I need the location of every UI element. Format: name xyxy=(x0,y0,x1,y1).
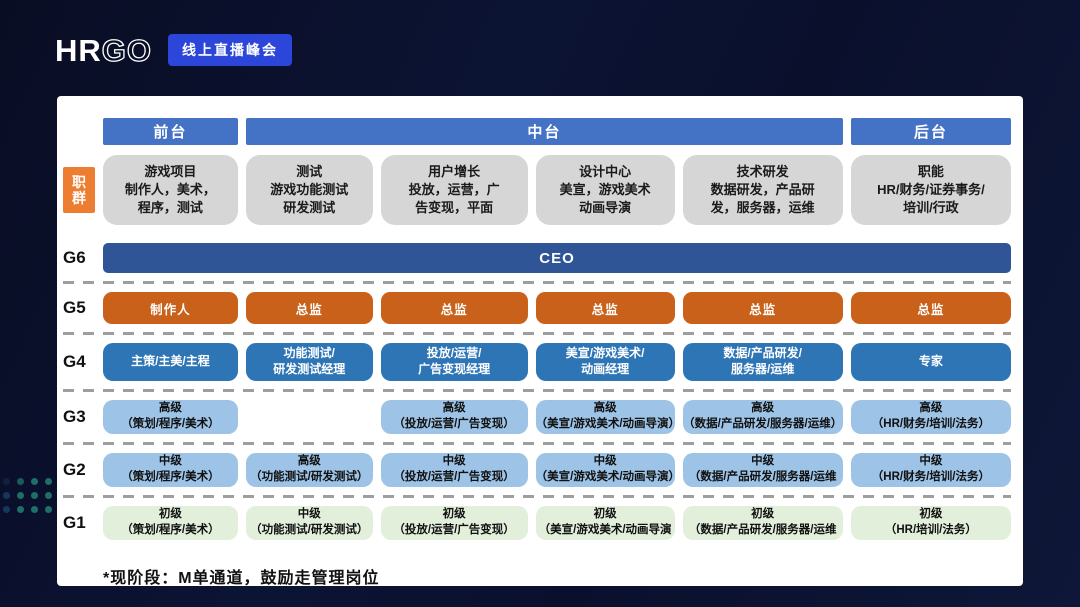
org-chart-card: 前台 中台 后台 职 群 游戏项目 制作人，美术， 程序，测试 测试 游戏功能测… xyxy=(57,96,1023,587)
level-row-g6: G6 CEO xyxy=(63,243,1011,273)
role-box: 总监 xyxy=(535,292,675,324)
event-badge: 线上直播峰会 xyxy=(168,34,293,66)
role-box: 美宣/游戏美术/ 动画经理 xyxy=(535,343,675,381)
row-divider xyxy=(63,332,1011,335)
role-box: 初级 （数据/产品研发/服务器/运维 xyxy=(682,506,843,540)
role-box: 中级 （投放/运营/广告变现） xyxy=(380,453,528,487)
empty-cell xyxy=(246,400,373,434)
role-box: 总监 xyxy=(380,292,528,324)
role-box: 中级 （HR/财务/培训/法务） xyxy=(850,453,1011,487)
role-box: 初级 （美宣/游戏美术/动画导演 xyxy=(535,506,675,540)
role-box: 高级 （美宣/游戏美术/动画导演） xyxy=(535,400,680,434)
role-box: 专家 xyxy=(850,343,1011,381)
job-group-side-label: 职 群 xyxy=(63,167,95,213)
role-box: 主策/主美/主程 xyxy=(103,343,238,381)
role-box: 制作人 xyxy=(103,292,238,324)
role-box: 总监 xyxy=(682,292,843,324)
dots-decoration xyxy=(3,478,52,513)
role-box: 初级 （策划/程序/美术） xyxy=(103,506,238,540)
role-box: 高级 （功能测试/研发测试） xyxy=(245,453,373,487)
role-box: 总监 xyxy=(245,292,373,324)
level-label-g4: G4 xyxy=(63,352,86,371)
role-box: 中级 （美宣/游戏美术/动画导演） xyxy=(535,453,680,487)
job-group-box: 游戏项目 制作人，美术， 程序，测试 xyxy=(103,155,238,225)
row-divider xyxy=(63,442,1011,445)
header-row: 前台 中台 后台 xyxy=(63,118,1011,145)
role-box: 投放/运营/ 广告变现经理 xyxy=(380,343,528,381)
hrgo-logo: HRGO xyxy=(55,32,153,68)
level-row-g3: G3 高级 （策划/程序/美术） 高级 （投放/运营/广告变现） 高级 （美宣/… xyxy=(63,400,1011,434)
row-divider xyxy=(63,281,1011,284)
level-row-g2: G2 中级 （策划/程序/美术） 高级 （功能测试/研发测试） 中级 （投放/运… xyxy=(63,453,1011,487)
role-box: 总监 xyxy=(850,292,1011,324)
ceo-bar: CEO xyxy=(103,243,1011,273)
role-box: 中级 （功能测试/研发测试） xyxy=(245,506,373,540)
row-divider xyxy=(63,495,1011,498)
job-group-box: 测试 游戏功能测试 研发测试 xyxy=(245,155,373,225)
role-box: 初级 （投放/运营/广告变现） xyxy=(380,506,528,540)
level-row-g5: G5 制作人 总监 总监 总监 总监 总监 xyxy=(63,292,1011,324)
level-label-g5: G5 xyxy=(63,298,86,317)
job-group-box: 设计中心 美宣，游戏美术 动画导演 xyxy=(535,155,675,225)
level-label-g2: G2 xyxy=(63,460,86,479)
header-front: 前台 xyxy=(103,118,238,145)
role-box: 中级 （数据/产品研发/服务器/运维 xyxy=(682,453,843,487)
level-label-g1: G1 xyxy=(63,513,86,532)
job-group-box: 职能 HR/财务/证券事务/ 培训/行政 xyxy=(850,155,1011,225)
role-box: 中级 （策划/程序/美术） xyxy=(103,453,238,487)
role-box: 数据/产品研发/ 服务器/运维 xyxy=(682,343,843,381)
job-group-row: 职 群 游戏项目 制作人，美术， 程序，测试 测试 游戏功能测试 研发测试 用户… xyxy=(63,155,1011,225)
logo-go-text: GO xyxy=(101,32,153,68)
role-box: 高级 （投放/运营/广告变现） xyxy=(380,400,528,434)
level-row-g1: G1 初级 （策划/程序/美术） 中级 （功能测试/研发测试） 初级 （投放/运… xyxy=(63,506,1011,540)
row-divider xyxy=(63,389,1011,392)
role-box: 初级 （HR/培训/法务） xyxy=(850,506,1011,540)
logo-hr-text: HR xyxy=(55,32,102,68)
role-box: 功能测试/ 研发测试经理 xyxy=(245,343,373,381)
header-spacer xyxy=(63,118,95,145)
role-box: 高级 （策划/程序/美术） xyxy=(103,400,238,434)
header-middle: 中台 xyxy=(245,118,843,145)
job-group-box: 技术研发 数据研发，产品研 发，服务器，运维 xyxy=(682,155,843,225)
level-label-g3: G3 xyxy=(63,407,86,426)
role-box: 高级 （数据/产品研发/服务器/运维） xyxy=(682,400,843,434)
job-group-box: 用户增长 投放，运营，广 告变现，平面 xyxy=(380,155,528,225)
level-row-g4: G4 主策/主美/主程 功能测试/ 研发测试经理 投放/运营/ 广告变现经理 美… xyxy=(63,343,1011,381)
header-back: 后台 xyxy=(850,118,1011,145)
level-label-g6: G6 xyxy=(63,248,86,267)
footnote: *现阶段：M单通道，鼓励走管理岗位 xyxy=(103,570,380,587)
brand-bar: HRGO 线上直播峰会 xyxy=(55,32,293,68)
role-box: 高级 （HR/财务/培训/法务） xyxy=(850,400,1011,434)
